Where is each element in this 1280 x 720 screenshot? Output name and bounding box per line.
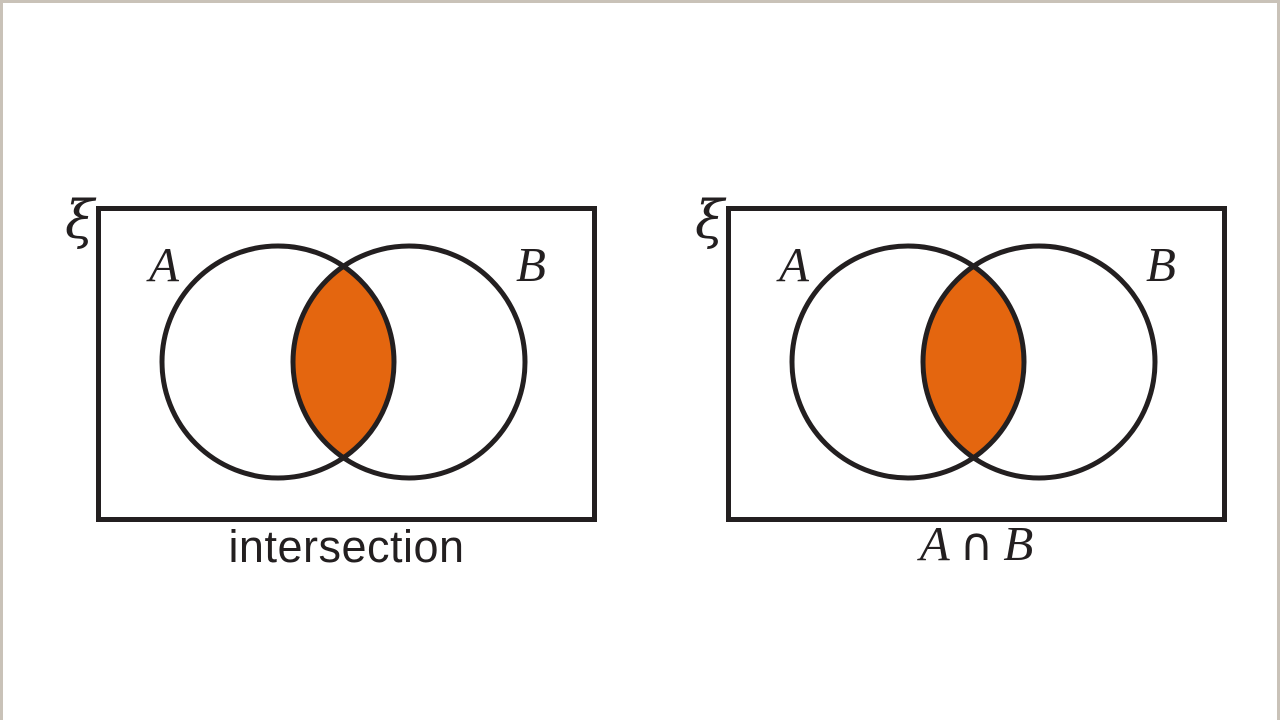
venn-panel-intersection-symbol: ξ A B A∩B	[693, 194, 1233, 610]
universal-set-label: ξ	[65, 190, 95, 251]
caption-set-a: A	[919, 516, 950, 571]
set-b-label: B	[1146, 237, 1176, 292]
set-b-circle	[920, 243, 1158, 481]
venn-panel-intersection-word: ξ A B intersection	[63, 194, 603, 610]
set-a-label: A	[779, 237, 809, 292]
intersection-region	[293, 266, 394, 458]
universal-set-rect	[726, 206, 1227, 522]
universal-set-rect	[96, 206, 597, 522]
set-a-label: A	[149, 237, 179, 292]
venn-diagram	[726, 206, 1227, 522]
caption-intersection-word: intersection	[228, 521, 465, 572]
venn-diagram	[96, 206, 597, 522]
set-a-circle	[159, 243, 397, 481]
set-a-circle	[789, 243, 1027, 481]
set-b-circle	[290, 243, 528, 481]
universal-set-label: ξ	[695, 190, 725, 251]
intersection-region	[923, 266, 1024, 458]
set-b-label: B	[516, 237, 546, 292]
caption-intersection-symbol: A∩B	[726, 517, 1227, 571]
caption-set-b: B	[1003, 516, 1034, 571]
intersection-operator: ∩	[959, 517, 994, 571]
